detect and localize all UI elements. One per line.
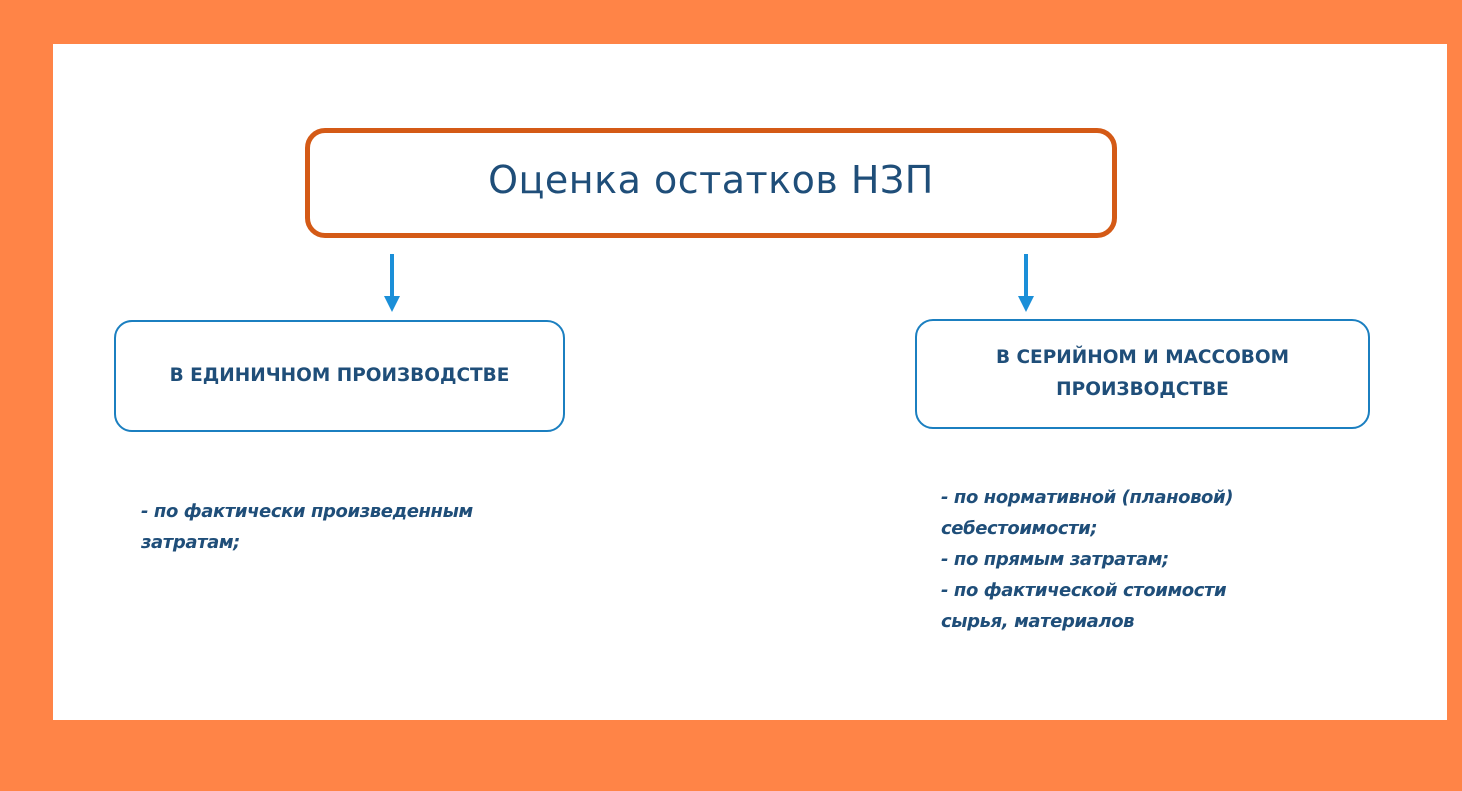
method-line: - по прямым затратам; (941, 549, 1169, 570)
arrow-down-icon (1018, 254, 1034, 312)
arrow-down-icon (384, 254, 400, 312)
method-line: - по фактической стоимости (941, 580, 1227, 601)
method-line: сырья, материалов (941, 611, 1135, 632)
branch-label-line: ПРОИЗВОДСТВЕ (1056, 379, 1229, 400)
method-line: себестоимости; (941, 518, 1098, 539)
methods-single-production: - по фактически произведенным затратам; (141, 496, 541, 558)
branch-label: В СЕРИЙНОМ И МАССОВОМ ПРОИЗВОДСТВЕ (973, 342, 1313, 406)
branch-label-line: В СЕРИЙНОМ И МАССОВОМ (995, 347, 1290, 368)
branch-label: В ЕДИНИЧНОМ ПРОИЗВОДСТВЕ (169, 365, 510, 386)
branch-serial-mass-production: В СЕРИЙНОМ И МАССОВОМ ПРОИЗВОДСТВЕ (915, 319, 1370, 429)
diagram-title: Оценка остатков НЗП (488, 158, 934, 202)
diagram-panel: Оценка остатков НЗП В ЕДИНИЧНОМ ПРОИЗВОД… (53, 44, 1447, 720)
method-line: - по нормативной (плановой) (941, 487, 1234, 508)
method-line: затратам; (141, 532, 240, 553)
title-box: Оценка остатков НЗП (305, 128, 1117, 238)
branch-single-production: В ЕДИНИЧНОМ ПРОИЗВОДСТВЕ (114, 320, 565, 432)
methods-serial-mass-production: - по нормативной (плановой) себестоимост… (941, 482, 1321, 637)
method-line: - по фактически произведенным (141, 501, 473, 522)
